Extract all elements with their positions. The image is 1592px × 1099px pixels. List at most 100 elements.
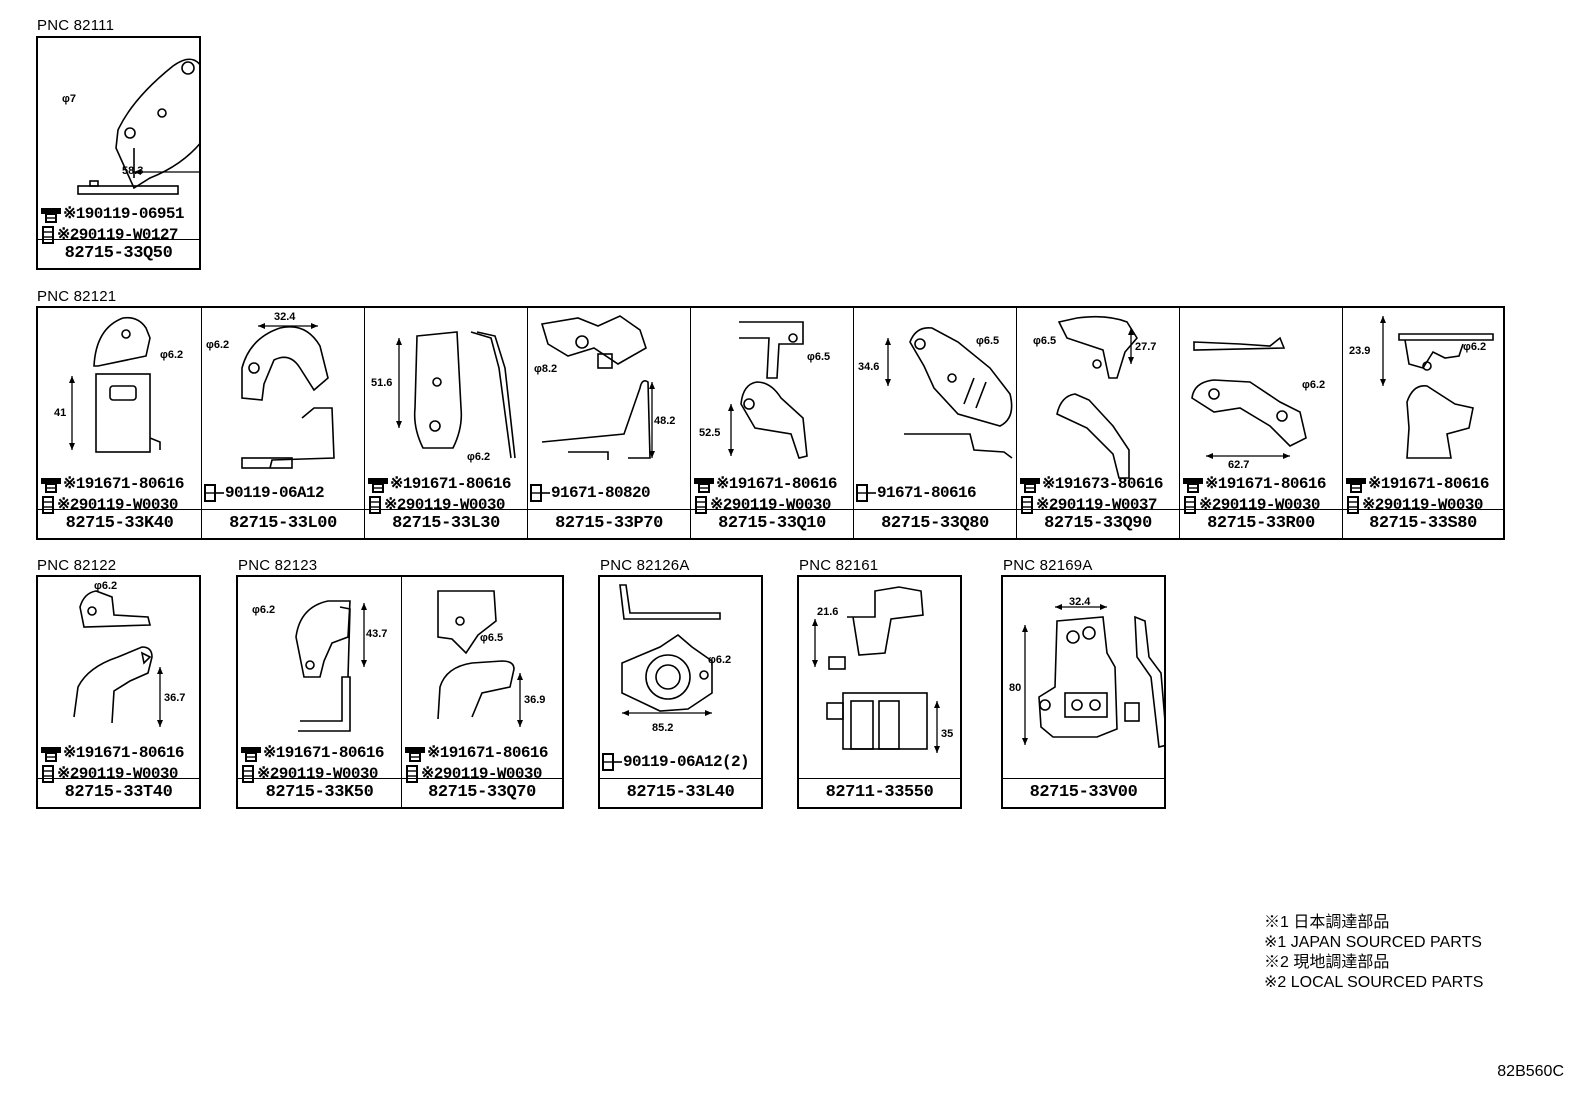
bracket-drawing: 23.9 φ6.2	[1349, 316, 1494, 459]
fastener-text: ※191671-80616	[1368, 475, 1489, 493]
dimension-label: φ6.5	[976, 335, 999, 347]
fastener-part-number: ※191671-80616	[404, 743, 548, 763]
dimension-label: 52.5	[699, 427, 720, 439]
part-number[interactable]: 82715-33T40	[38, 778, 199, 807]
dimension-label: 36.7	[164, 692, 185, 704]
bolt-icon	[242, 764, 254, 783]
part-number[interactable]: 82715-33K40	[38, 509, 201, 538]
bolt-icon	[1021, 495, 1033, 514]
dimension-label: φ6.2	[206, 339, 229, 351]
bracket-drawing: φ6.2 43.7	[252, 600, 387, 732]
part-number[interactable]: 82715-33L40	[600, 778, 761, 807]
pnc-label: PNC 82122	[37, 557, 117, 574]
bolt-icon	[241, 746, 261, 762]
fastener-part-number: 90119-06A12	[204, 483, 325, 503]
legend-line: ※2 現地調達部品	[1264, 954, 1390, 971]
fastener-text: ※191671-80616	[63, 744, 184, 762]
legend-line: ※2 LOCAL SOURCED PARTS	[1264, 974, 1484, 991]
part-number[interactable]: 82715-33V00	[1003, 778, 1164, 807]
part-number[interactable]: 82715-33P70	[528, 509, 690, 538]
bolt-icon	[369, 495, 381, 514]
part-number[interactable]: 82711-33550	[799, 778, 960, 807]
fastener-text: 91671-80616	[877, 484, 977, 502]
fastener-text: 91671-80820	[551, 484, 651, 502]
bolt-icon	[1184, 495, 1196, 514]
fastener-part-number: 91671-80820	[530, 483, 651, 503]
dimension-label: φ7	[62, 93, 76, 105]
bracket-drawing: φ6.236.7	[73, 580, 185, 727]
fastener-part-number: ※191671-80616	[240, 743, 384, 763]
bolt-icon	[204, 483, 224, 502]
fastener-text: ※191671-80616	[63, 475, 184, 493]
bracket-drawing: φ6.232.4	[206, 311, 335, 469]
legend-line: ※1 JAPAN SOURCED PARTS	[1264, 934, 1482, 951]
part-number[interactable]: 82715-33Q50	[38, 239, 199, 268]
bolt-icon	[41, 207, 61, 223]
fastener-text: 90119-06A12	[225, 484, 325, 502]
bracket-drawing: φ6.241	[54, 316, 183, 453]
bolt-icon	[405, 746, 425, 762]
bracket-drawing: 34.6φ6.5	[858, 326, 1013, 459]
diagram-code: 82B560C	[1497, 1063, 1564, 1080]
part-number[interactable]: 82715-33Q90	[1017, 509, 1179, 538]
fastener-part-number: 90119-06A12(2)	[602, 752, 750, 772]
dimension-label: φ6.2	[252, 604, 275, 616]
part-number[interactable]: 82715-33L30	[365, 509, 527, 538]
pnc-label: PNC 82123	[238, 557, 318, 574]
dimension-label: 43.7	[366, 628, 387, 640]
fastener-text: ※191673-80616	[1042, 475, 1163, 493]
part-number[interactable]: 82715-33Q80	[854, 509, 1016, 538]
dimension-label: 48.2	[654, 415, 675, 427]
fastener-text: ※191671-80616	[716, 475, 837, 493]
dimension-label: 23.9	[1349, 345, 1370, 357]
part-number[interactable]: 82715-33Q70	[402, 778, 562, 807]
pnc-label: PNC 82111	[37, 17, 115, 34]
fastener-text: ※191671-80616	[1205, 475, 1326, 493]
bolt-icon	[368, 477, 388, 493]
dimension-label: φ6.5	[807, 351, 830, 363]
part-number[interactable]: 82715-33R00	[1180, 509, 1342, 538]
fastener-part-number: ※191671-80616	[1345, 474, 1489, 494]
dimension-label: 85.2	[652, 722, 673, 734]
part-number[interactable]: 82715-33Q10	[691, 509, 853, 538]
bolt-icon	[1346, 477, 1366, 493]
bolt-icon	[1020, 477, 1040, 493]
fastener-part-number: ※191671-80616	[1182, 474, 1326, 494]
part-number[interactable]: 82715-33K50	[238, 778, 401, 807]
part-number[interactable]: 82715-33L00	[202, 509, 364, 538]
dimension-label: 27.7	[1135, 341, 1156, 353]
dimension-label: φ6.2	[1463, 341, 1486, 353]
dimension-label: φ6.5	[480, 632, 503, 644]
dimension-label: 80	[1009, 682, 1021, 694]
bolt-icon	[856, 483, 876, 502]
bracket-drawing: 51.6φ6.2	[371, 331, 516, 463]
dimension-label: 62.7	[1228, 459, 1249, 471]
bracket-drawing: φ6.5 52.5	[699, 321, 830, 459]
legend: ※1 日本調達部品 ※1 JAPAN SOURCED PARTS ※2 現地調達…	[1264, 913, 1483, 993]
part-number[interactable]: 82715-33S80	[1343, 509, 1503, 538]
pnc-label: PNC 82169A	[1003, 557, 1093, 574]
bolt-icon	[41, 746, 61, 762]
fastener-part-number: ※191671-80616	[40, 743, 184, 763]
dimension-label: 36.9	[524, 694, 545, 706]
dimension-label: 41	[54, 407, 66, 419]
